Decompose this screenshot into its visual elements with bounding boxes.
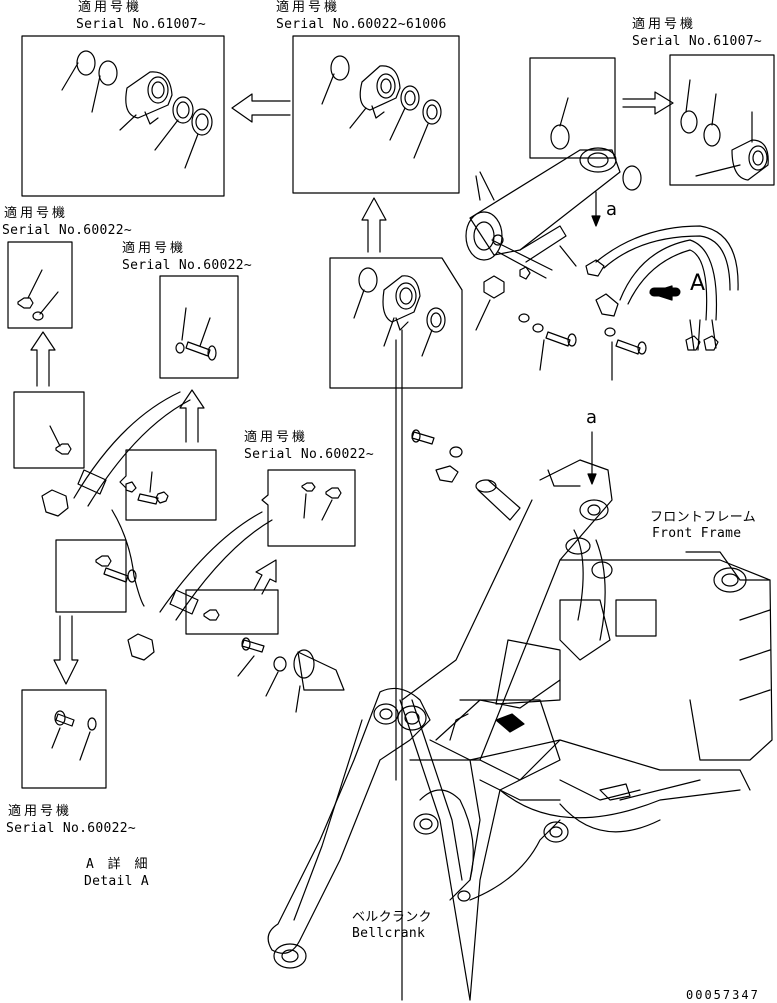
detail-a-jp: A 詳 細 [86,857,151,872]
serial-center-mid: Serial No.60022~ [244,447,375,462]
pins [237,637,345,713]
box-left-upper [7,241,73,329]
bellcrank-en: Bellcrank [352,926,426,941]
applicability-label-top-left: 適用号機 [78,0,143,15]
bellcrank-arm [267,679,569,1001]
box-cylinder-upper [529,57,616,159]
small-hardware [411,275,647,521]
applicability-label-top-right: 適用号機 [632,17,697,32]
serial-left-upper: Serial No.60022~ [2,223,133,238]
box-cylinder-lower [329,257,463,389]
box-top-right [669,54,775,186]
applicability-label-left-upper: 適用号機 [4,206,69,221]
drawing-number: 00057347 [686,988,760,1002]
a-markers [587,191,601,485]
serial-top-center: Serial No.60022~61006 [276,17,447,32]
box-top-center [292,35,460,194]
hoses [585,225,739,351]
applicability-label-bottom-left: 適用号機 [8,804,73,819]
serial-left-mid: Serial No.60022~ [122,258,253,273]
applicability-label-top-center: 適用号機 [276,0,341,15]
serial-top-left: Serial No.61007~ [76,17,207,32]
leader-lines [395,171,577,1001]
box-left-mid [159,275,239,379]
box-bottom-left [21,689,107,789]
front-frame-jp: フロントフレーム [650,510,757,525]
view-a-label: A [690,271,706,296]
detail-a-callouts [13,391,279,635]
front-frame-en: Front Frame [652,526,742,541]
detail-a-en: Detail A [84,874,150,889]
lift-cylinder [465,147,642,280]
front-frame [401,459,773,833]
applicability-label-center-mid: 適用号機 [244,430,309,445]
arrow-a-mid-label: a [586,407,598,428]
box-center-mid [261,469,356,547]
box-top-left [21,35,225,197]
serial-top-right: Serial No.61007~ [632,34,763,49]
arrow-a-top-label: a [606,199,618,220]
detail-a-hoses [41,391,273,661]
applicability-label-left-mid: 適用号機 [122,241,187,256]
bellcrank-jp: ベルクランク [352,910,432,925]
flow-arrows [30,91,681,685]
serial-bottom-left: Serial No.60022~ [6,821,137,836]
